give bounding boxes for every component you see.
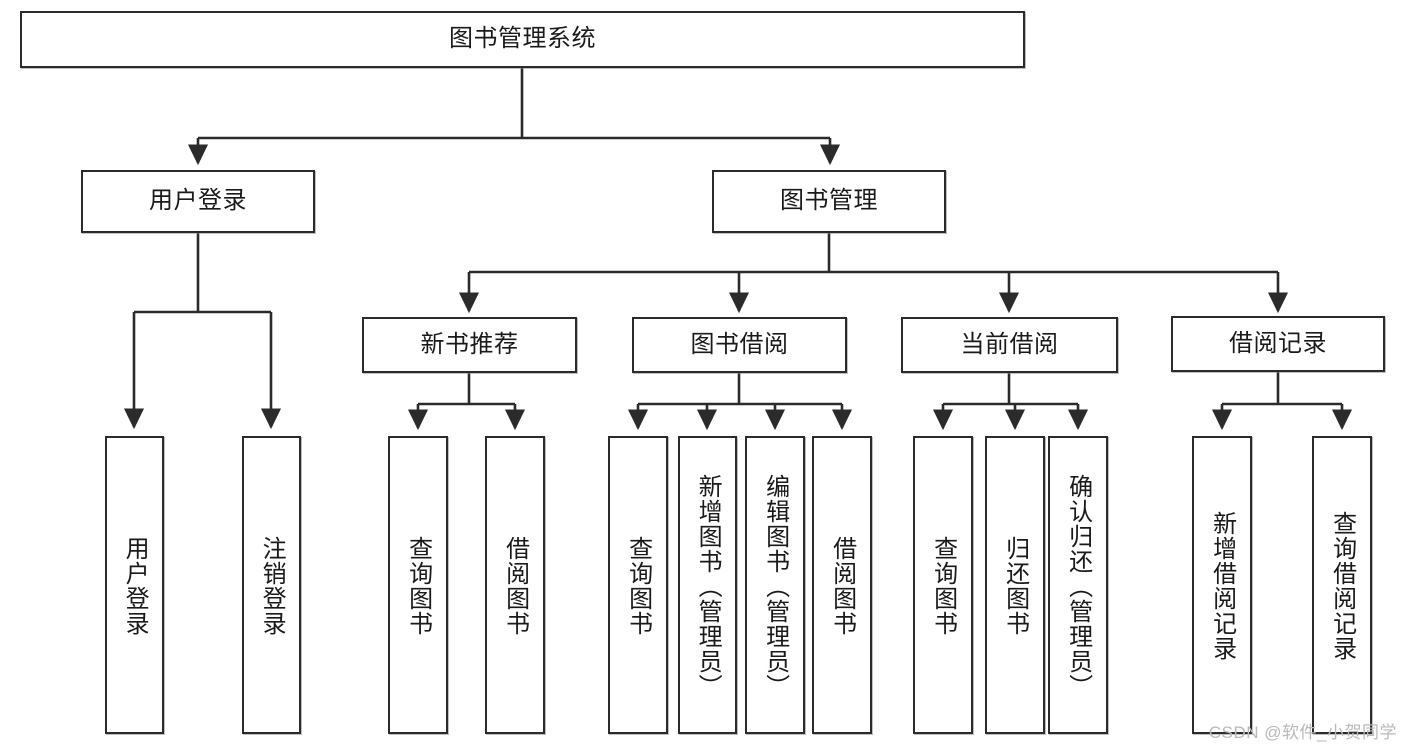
node-book-borrow[interactable]: 图书借阅 xyxy=(632,317,847,373)
node-leaf-user-login[interactable]: 用户登录 xyxy=(105,436,164,734)
node-leaf-return-book[interactable]: 归还图书 xyxy=(985,436,1045,734)
node-label: 借阅图书 xyxy=(501,536,529,636)
csdn-watermark: CSDN @软件_小贺同学 xyxy=(1208,723,1397,742)
node-leaf-confirm-return-admin[interactable]: 确认归还（管理员） xyxy=(1048,436,1108,734)
node-label: 确认归还（管理员） xyxy=(1064,473,1092,699)
node-new-book-recommend[interactable]: 新书推荐 xyxy=(362,317,577,373)
node-leaf-logout[interactable]: 注销登录 xyxy=(242,436,301,734)
node-label: 图书管理 xyxy=(780,187,878,215)
node-label: 归还图书 xyxy=(1001,536,1029,636)
node-label: 查询图书 xyxy=(929,536,957,636)
node-leaf-query-book-recommend[interactable]: 查询图书 xyxy=(388,436,448,734)
node-label: 新书推荐 xyxy=(420,330,519,358)
node-leaf-borrow-book[interactable]: 借阅图书 xyxy=(812,436,872,734)
node-label: 用户登录 xyxy=(149,187,247,215)
node-borrow-record[interactable]: 借阅记录 xyxy=(1171,316,1385,372)
node-label: 借阅图书 xyxy=(828,536,856,636)
node-user-login[interactable]: 用户登录 xyxy=(81,170,315,233)
node-label: 图书借阅 xyxy=(690,330,789,358)
node-root-system[interactable]: 图书管理系统 xyxy=(20,11,1025,68)
node-label: 编辑图书（管理员） xyxy=(761,473,789,699)
node-label: 当前借阅 xyxy=(960,330,1059,358)
node-leaf-query-book-current[interactable]: 查询图书 xyxy=(913,436,973,734)
node-label: 新增图书（管理员） xyxy=(694,473,722,699)
node-label: 注销登录 xyxy=(258,536,286,636)
node-label: 查询借阅记录 xyxy=(1328,511,1356,661)
node-leaf-add-borrow-record[interactable]: 新增借阅记录 xyxy=(1192,436,1252,734)
node-leaf-query-borrow-record[interactable]: 查询借阅记录 xyxy=(1312,436,1372,734)
node-current-borrow[interactable]: 当前借阅 xyxy=(901,317,1118,373)
node-label: 新增借阅记录 xyxy=(1208,511,1236,661)
node-leaf-borrow-book-recommend[interactable]: 借阅图书 xyxy=(485,436,545,734)
node-label: 图书管理系统 xyxy=(449,25,596,53)
node-label: 借阅记录 xyxy=(1229,329,1327,357)
node-label: 查询图书 xyxy=(404,536,432,636)
node-book-manage[interactable]: 图书管理 xyxy=(712,170,946,233)
node-label: 用户登录 xyxy=(121,536,149,636)
node-leaf-add-book-admin[interactable]: 新增图书（管理员） xyxy=(678,436,737,734)
node-label: 查询图书 xyxy=(624,536,652,636)
node-leaf-query-book-borrow[interactable]: 查询图书 xyxy=(608,436,668,734)
node-leaf-edit-book-admin[interactable]: 编辑图书（管理员） xyxy=(745,436,805,734)
